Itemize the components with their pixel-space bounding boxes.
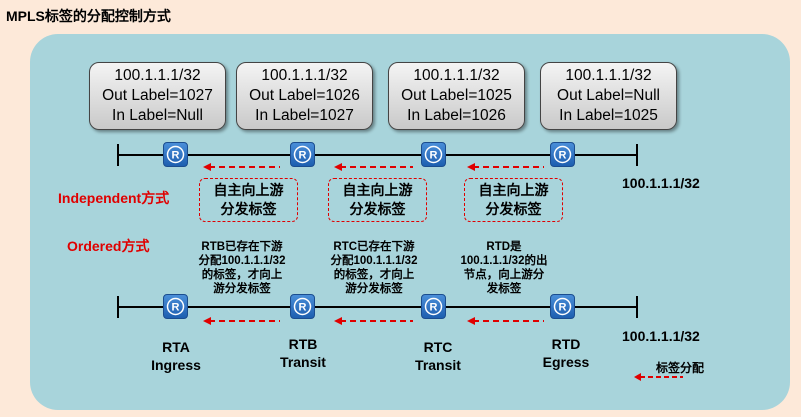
note-line: RTC已存在下游 xyxy=(333,241,415,253)
ordered-note-rtd: RTD是 100.1.1.1/32的出 节点，向上游分 发标签 xyxy=(450,240,558,296)
svg-text:R: R xyxy=(559,302,567,314)
ordered-note-rtc: RTC已存在下游 分配100.1.1.1/32 的标签，才向上 游分发标签 xyxy=(320,240,428,296)
router-role: Ingress xyxy=(151,357,201,373)
independent-mode-label: Independent方式 xyxy=(58,190,170,206)
router-name: RTD xyxy=(551,336,581,352)
router-icon: R xyxy=(290,142,315,167)
note-line: 自主向上游 xyxy=(478,182,549,198)
independent-note: 自主向上游 分发标签 xyxy=(199,178,298,222)
svg-text:R: R xyxy=(430,302,438,314)
label-distribution-arrow xyxy=(334,317,413,325)
independent-note: 自主向上游 分发标签 xyxy=(328,178,427,222)
line-end-right xyxy=(636,296,638,318)
note-line: 自主向上游 xyxy=(213,182,284,198)
note-line: 游分发标签 xyxy=(345,283,403,295)
note-line: RTB已存在下游 xyxy=(201,241,283,253)
independent-destination: 100.1.1.1/32 xyxy=(622,175,700,191)
box-out-label: Out Label=1027 xyxy=(102,87,213,104)
note-line: 100.1.1.1/32的出 xyxy=(460,255,548,267)
box-in-label: In Label=1027 xyxy=(255,107,354,124)
label-distribution-arrow xyxy=(334,163,413,171)
router-icon: R xyxy=(163,294,188,319)
ordered-note-rtb: RTB已存在下游 分配100.1.1.1/32 的标签，才向上 游分发标签 xyxy=(188,240,296,296)
svg-text:R: R xyxy=(299,302,307,314)
label-distribution-arrow xyxy=(467,163,544,171)
label-box-rtb: 100.1.1.1/32 Out Label=1026 In Label=102… xyxy=(236,62,373,130)
router-label-rtb: RTB Transit xyxy=(258,335,348,371)
independent-note: 自主向上游 分发标签 xyxy=(464,178,563,222)
note-line: 发标签 xyxy=(486,283,522,295)
line-end-left xyxy=(117,144,119,166)
router-name: RTB xyxy=(288,336,318,352)
box-out-label: Out Label=1026 xyxy=(249,87,360,104)
line-end-left xyxy=(117,296,119,318)
svg-text:R: R xyxy=(559,150,567,162)
router-role: Egress xyxy=(542,354,590,370)
router-icon: R xyxy=(550,294,575,319)
router-name: RTA xyxy=(162,339,190,355)
router-role: Transit xyxy=(280,354,326,370)
box-out-label: Out Label=Null xyxy=(557,87,660,104)
label-distribution-arrow xyxy=(203,317,280,325)
box-prefix: 100.1.1.1/32 xyxy=(413,67,500,84)
box-in-label: In Label=1026 xyxy=(407,107,506,124)
router-label-rtd: RTD Egress xyxy=(521,335,611,371)
ordered-destination: 100.1.1.1/32 xyxy=(622,328,700,344)
svg-text:R: R xyxy=(172,150,180,162)
box-out-label: Out Label=1025 xyxy=(401,87,512,104)
label-box-rtc: 100.1.1.1/32 Out Label=1025 In Label=102… xyxy=(388,62,525,130)
label-distribution-arrow xyxy=(203,163,280,171)
independent-link-line xyxy=(118,154,638,156)
router-name: RTC xyxy=(423,339,453,355)
label-distribution-arrow xyxy=(467,317,544,325)
router-icon: R xyxy=(421,142,446,167)
ordered-mode-label: Ordered方式 xyxy=(67,238,150,254)
note-line: 分发标签 xyxy=(485,201,542,217)
box-prefix: 100.1.1.1/32 xyxy=(261,67,348,84)
router-label-rta: RTA Ingress xyxy=(131,338,221,374)
router-icon: R xyxy=(290,294,315,319)
label-box-rta: 100.1.1.1/32 Out Label=1027 In Label=Nul… xyxy=(89,62,226,130)
note-line: 游分发标签 xyxy=(213,283,271,295)
svg-text:R: R xyxy=(430,150,438,162)
note-line: RTD是 xyxy=(486,241,522,253)
legend-arrow xyxy=(634,373,683,381)
note-line: 分发标签 xyxy=(220,201,277,217)
svg-text:R: R xyxy=(172,302,180,314)
legend-label: 标签分配 xyxy=(656,361,705,375)
ordered-link-line xyxy=(118,306,638,308)
box-prefix: 100.1.1.1/32 xyxy=(565,67,652,84)
note-line: 节点，向上游分 xyxy=(463,269,545,281)
box-in-label: In Label=1025 xyxy=(559,107,658,124)
router-role: Transit xyxy=(415,357,461,373)
line-end-right xyxy=(636,144,638,166)
note-line: 分配100.1.1.1/32 xyxy=(198,255,286,267)
svg-text:R: R xyxy=(299,150,307,162)
note-line: 分发标签 xyxy=(349,201,406,217)
page-title: MPLS标签的分配控制方式 xyxy=(6,8,171,24)
label-box-rtd: 100.1.1.1/32 Out Label=Null In Label=102… xyxy=(540,62,677,130)
router-icon: R xyxy=(421,294,446,319)
note-line: 的标签，才向上 xyxy=(201,269,283,281)
router-icon: R xyxy=(163,142,188,167)
note-line: 自主向上游 xyxy=(342,182,413,198)
note-line: 分配100.1.1.1/32 xyxy=(330,255,418,267)
box-in-label: In Label=Null xyxy=(112,107,203,124)
note-line: 的标签，才向上 xyxy=(333,269,415,281)
box-prefix: 100.1.1.1/32 xyxy=(114,67,201,84)
router-label-rtc: RTC Transit xyxy=(393,338,483,374)
router-icon: R xyxy=(550,142,575,167)
